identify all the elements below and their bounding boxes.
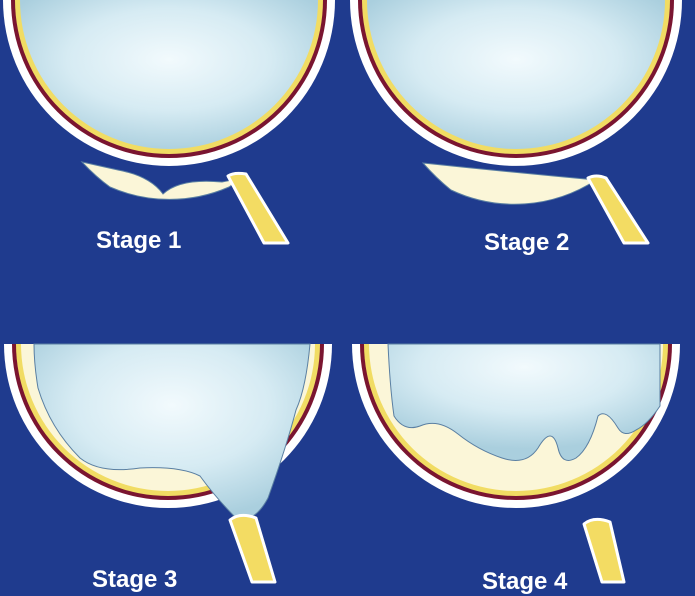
stage-3-label: Stage 3: [92, 568, 177, 592]
stage-2-label: Stage 2: [484, 231, 569, 255]
stage-1-panel: Stage 1: [0, 0, 347, 298]
stage-4-panel: Stage 4: [348, 298, 695, 596]
stage-2-panel: Stage 2: [348, 0, 695, 298]
stage-4-eye-diagram: [348, 298, 695, 596]
optic-nerve: [588, 176, 648, 243]
optic-nerve: [230, 515, 275, 582]
stage-4-label: Stage 4: [482, 570, 567, 594]
optic-nerve: [228, 173, 288, 243]
separation-fluid: [423, 163, 596, 204]
stage-3-eye-diagram: [0, 298, 347, 596]
optic-nerve: [584, 519, 624, 582]
separation-fluid: [82, 162, 246, 199]
stage-3-panel: Stage 3: [0, 298, 347, 596]
stage-1-label: Stage 1: [96, 229, 181, 253]
